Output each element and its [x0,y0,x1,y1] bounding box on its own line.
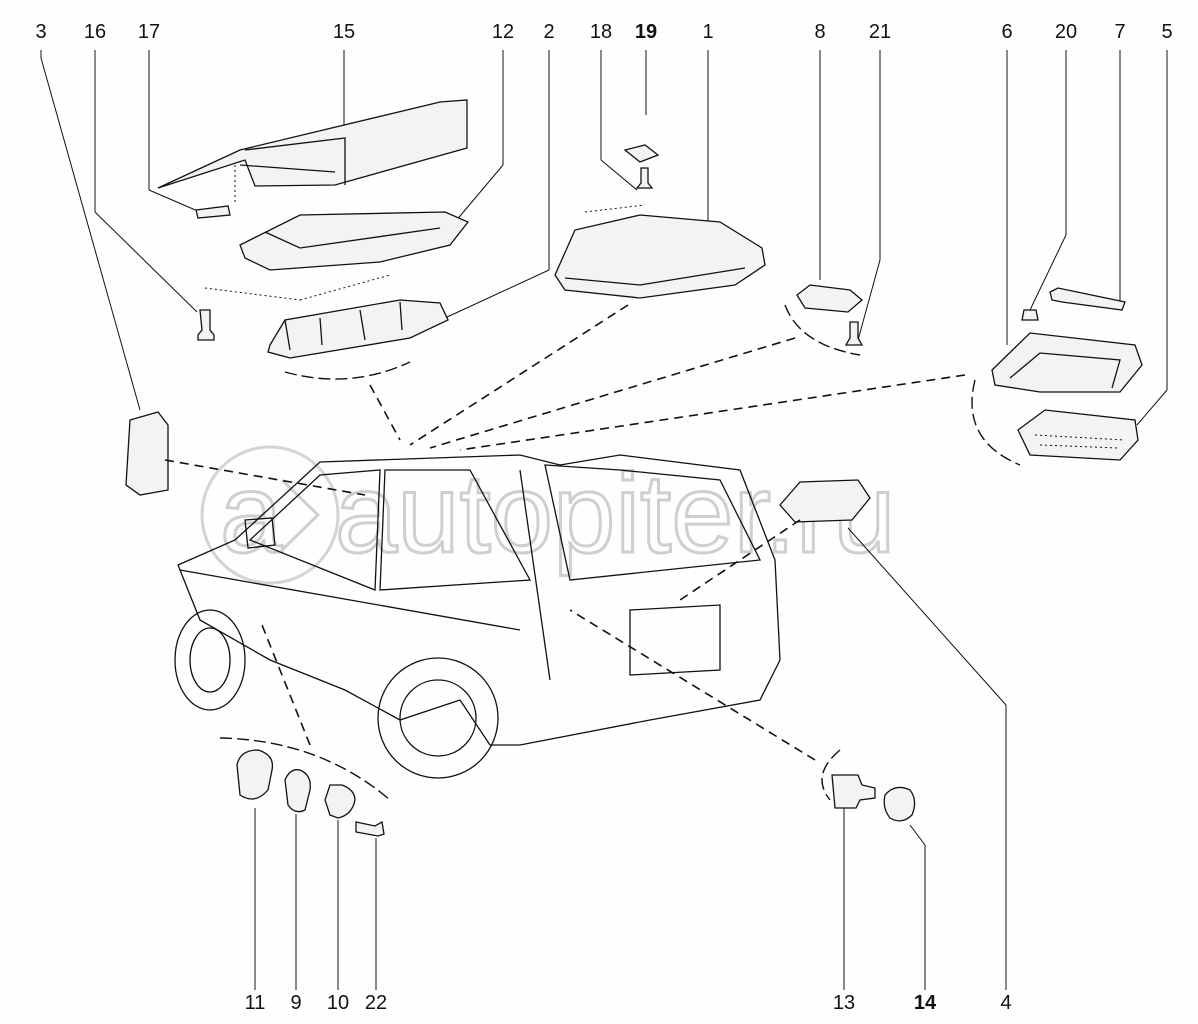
arc-group-bottom-left [219,737,391,801]
label-15: 15 [332,21,356,43]
label-19: 19 [634,21,658,43]
part-17-clip [195,205,231,219]
part-4-lamp [779,479,871,523]
label-17: 17 [137,21,161,43]
part-20-nut [1021,309,1039,321]
arc-group-bottom-right [821,749,841,801]
label-5: 5 [1161,21,1173,43]
part-5-diffuser [1017,409,1139,461]
part-8-lamp [796,284,864,313]
label-11: 11 [244,992,266,1014]
part-21-screw [844,321,864,346]
label-20: 20 [1054,21,1078,43]
car-outline [174,454,781,779]
part-9-gasket [284,769,311,813]
assembly-arrows [164,304,966,761]
label-6: 6 [1001,21,1013,43]
part-19-clip [623,144,660,163]
part-1-lamp [554,214,766,299]
label-13: 13 [832,992,856,1014]
part-15-cover [157,99,468,189]
part-18-screw [635,167,654,189]
part-11-seal [236,749,274,800]
part-14-cap [883,786,916,822]
part-16-screw [197,309,215,341]
part-7-reflector [1049,287,1126,311]
part-12-housing [239,211,470,271]
label-18: 18 [589,21,613,43]
leader-lines [40,50,1168,990]
label-4: 4 [1000,992,1012,1014]
part-2-lamp-body [267,299,449,359]
label-14: 14 [913,992,937,1014]
label-10: 10 [326,992,350,1014]
part-10-switch [324,784,356,819]
part-6-housing [991,332,1143,393]
label-3: 3 [35,21,47,43]
label-7: 7 [1114,21,1126,43]
label-2: 2 [543,21,555,43]
label-9: 9 [290,992,302,1014]
label-22: 22 [364,992,388,1014]
part-3-switch [125,411,169,496]
label-1: 1 [702,21,714,43]
label-12: 12 [491,21,515,43]
label-8: 8 [814,21,826,43]
part-13-switch [831,774,876,809]
part-22-screw [355,820,385,837]
label-16: 16 [83,21,107,43]
label-21: 21 [868,21,892,43]
